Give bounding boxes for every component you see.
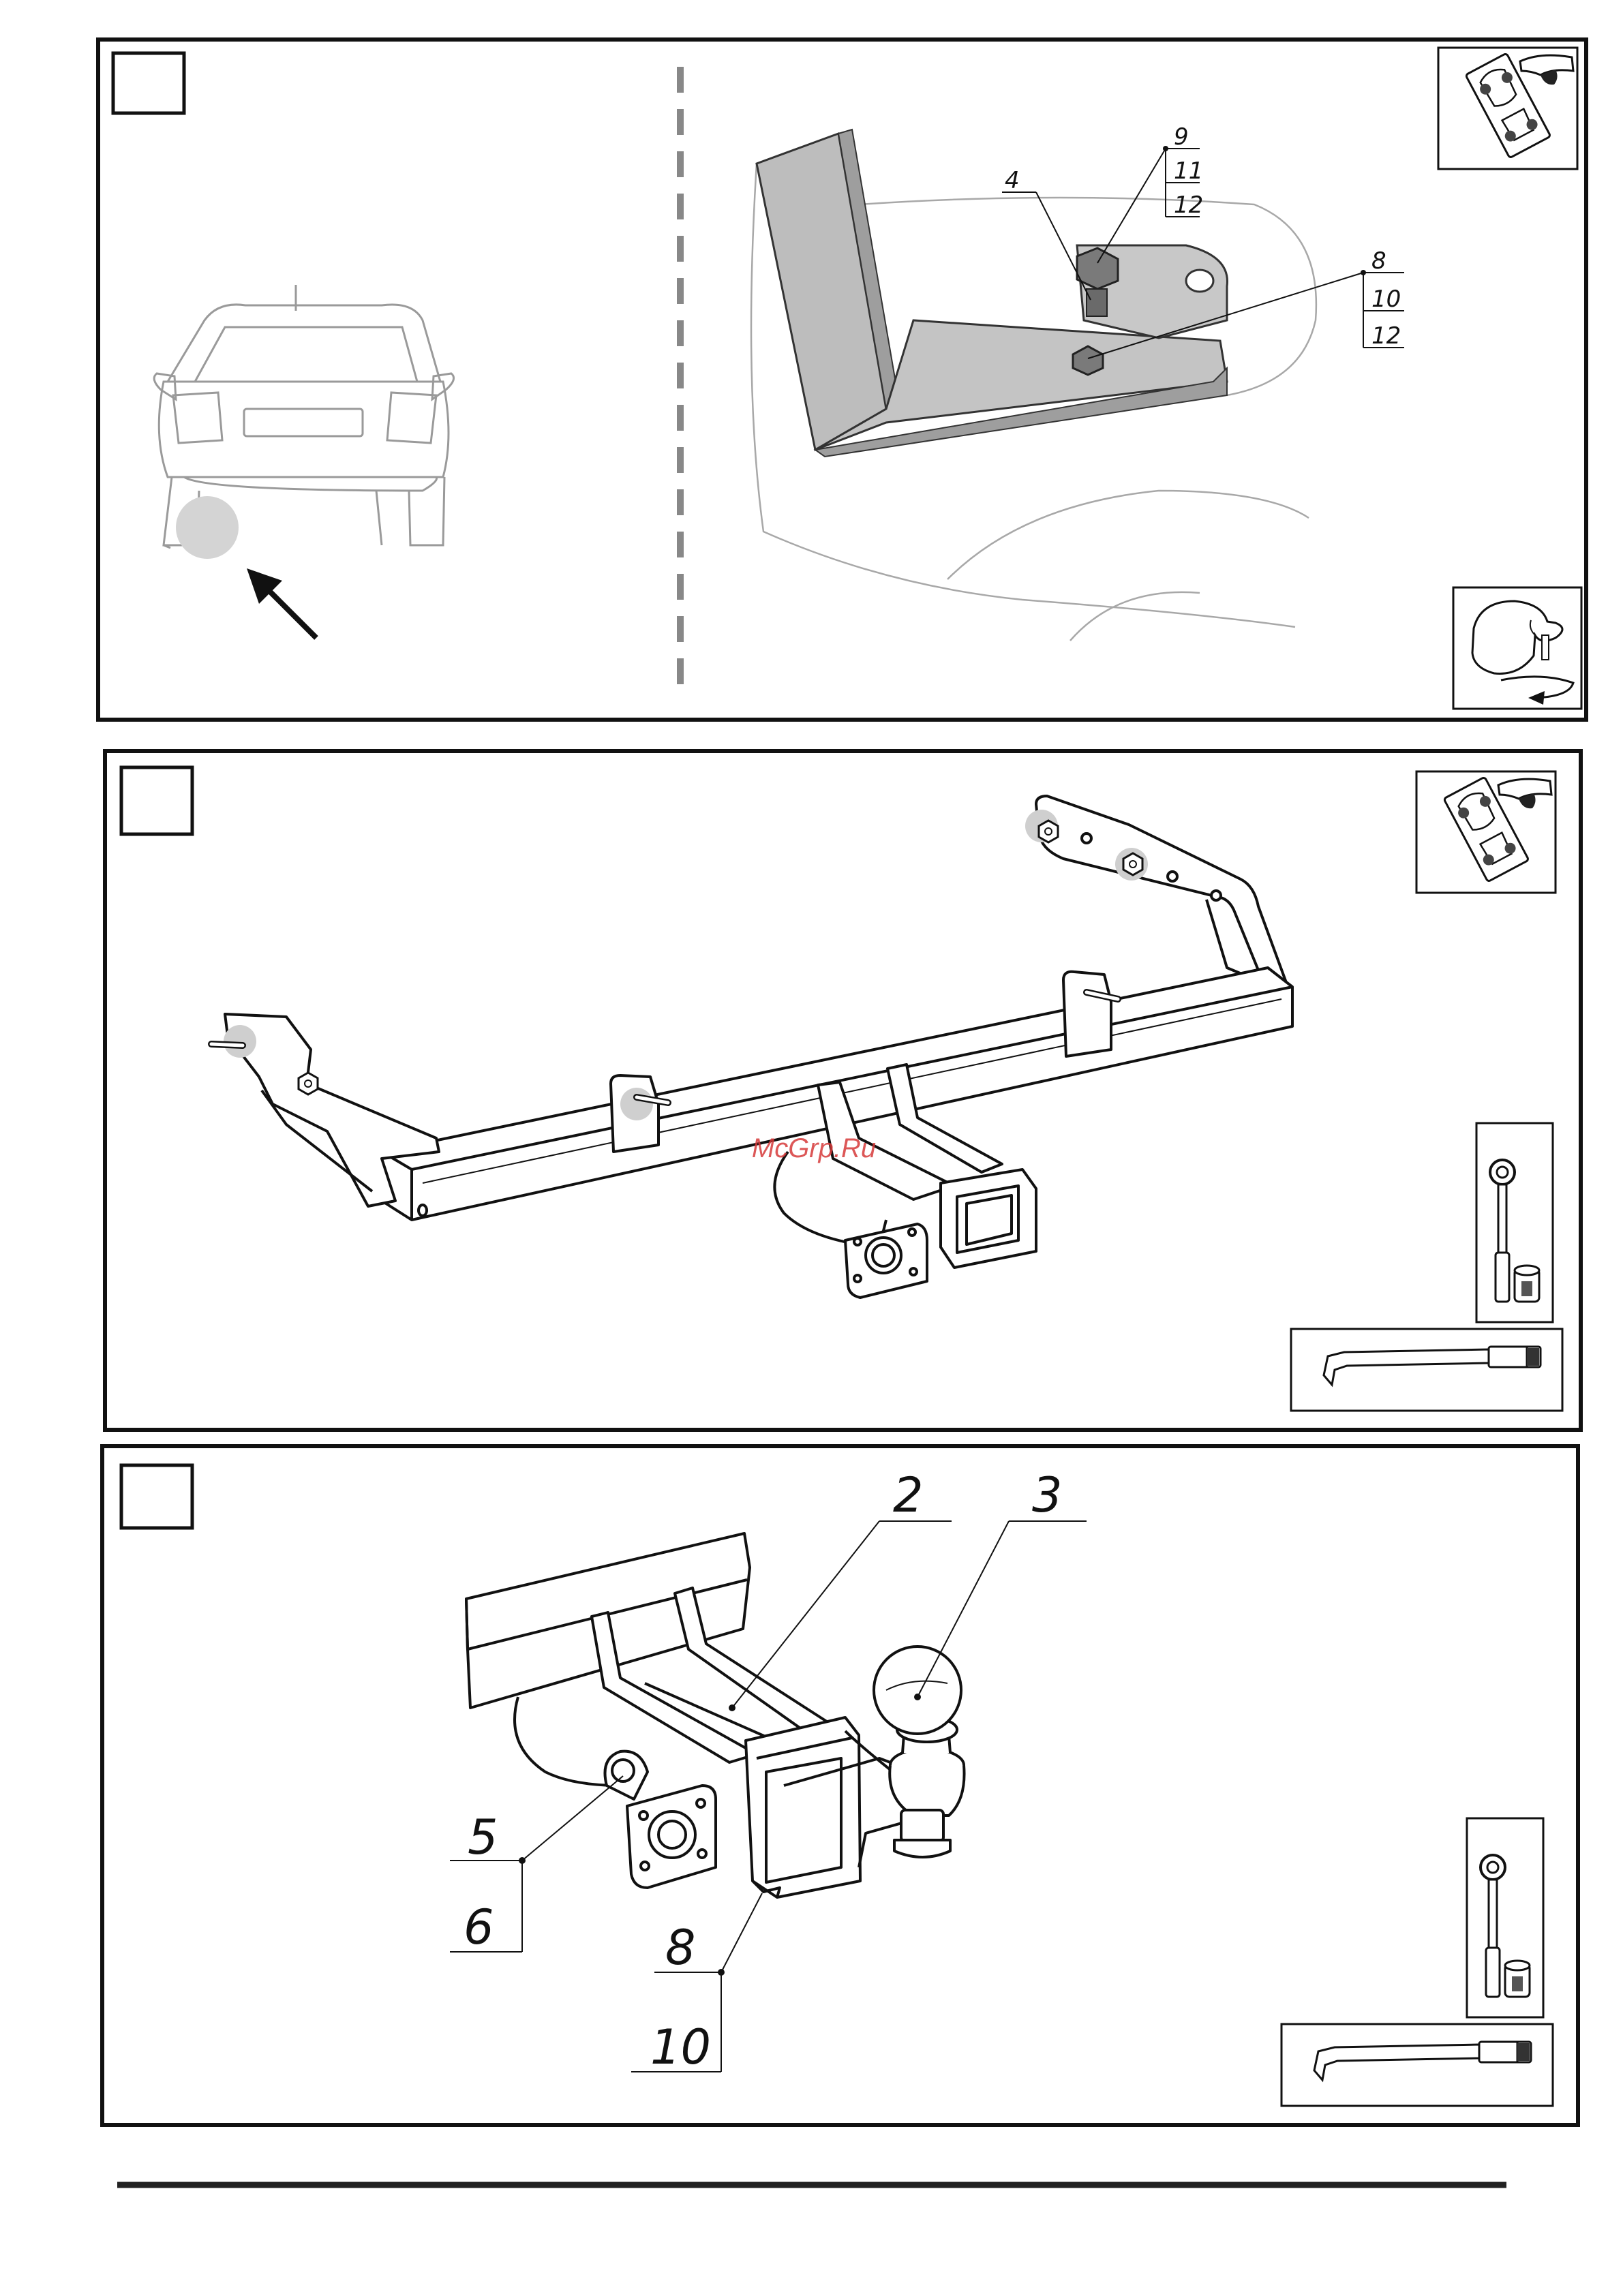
step-1-panel: 9 11 12 4 8 10 12 [98, 40, 1586, 720]
callout-5: 5 [468, 1809, 498, 1865]
extension-bar-icon [1291, 1329, 1562, 1411]
step-1-number-box [113, 53, 184, 113]
callout-3: 3 [1032, 1467, 1063, 1523]
callout-6: 6 [464, 1899, 494, 1955]
callout-8: 8 [665, 1920, 696, 1976]
callout-12-b: 12 [1371, 322, 1401, 350]
hand-tighten-icon [1453, 587, 1581, 709]
callout-8-a: 8 [1371, 247, 1386, 275]
torque-wrench-icon [1467, 1818, 1543, 2017]
mount-point-highlight [176, 496, 239, 559]
step-2-panel: McGrp.Ru [105, 751, 1581, 1430]
callout-4: 4 [1005, 167, 1020, 194]
callout-2: 2 [893, 1467, 924, 1523]
extension-bar-icon [1281, 2024, 1553, 2106]
step-3-panel: 2 3 5 6 8 10 [102, 1446, 1578, 2125]
step-3-number-box [121, 1465, 192, 1528]
step-2-number-box [121, 767, 192, 834]
callout-12-a: 12 [1174, 192, 1203, 219]
watermark: McGrp.Ru [752, 1133, 876, 1163]
callout-10: 10 [650, 2019, 711, 2075]
callout-9: 9 [1174, 123, 1189, 151]
callout-10-a: 10 [1371, 286, 1401, 313]
callout-11: 11 [1174, 157, 1203, 185]
car-under-view-icon [1438, 48, 1577, 169]
torque-wrench-icon [1476, 1123, 1553, 1322]
car-under-view-icon [1416, 771, 1556, 893]
